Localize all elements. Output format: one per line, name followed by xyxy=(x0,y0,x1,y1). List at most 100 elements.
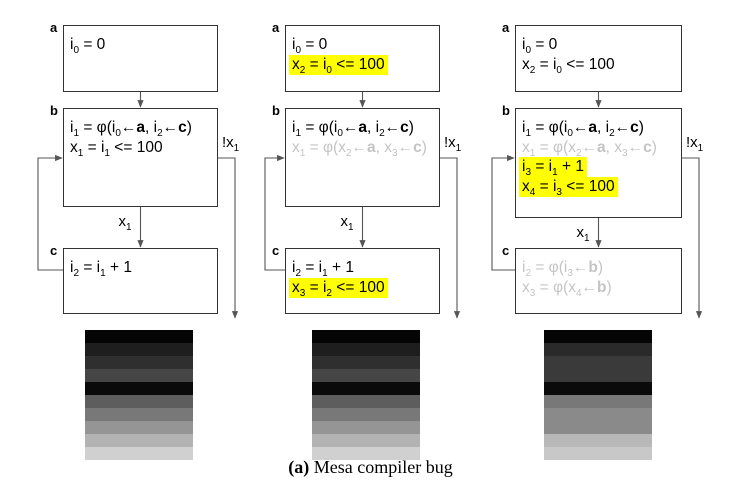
text-fragment: ) xyxy=(606,278,612,296)
text-fragment: + 1 xyxy=(557,158,584,175)
edge-c-back-to-b xyxy=(37,154,63,271)
stripe xyxy=(85,343,193,356)
text-fragment: 0 xyxy=(337,128,343,139)
text-fragment: = i xyxy=(79,259,101,276)
stripe xyxy=(544,408,652,421)
text-fragment: x xyxy=(340,213,349,230)
text-fragment: = i xyxy=(83,138,105,156)
stripe xyxy=(544,434,652,447)
text-fragment: ) xyxy=(638,119,644,136)
text-fragment: 2 xyxy=(345,147,352,159)
text-fragment: 3 xyxy=(622,147,628,159)
text-fragment: = φ(x xyxy=(305,138,346,156)
text-fragment: x xyxy=(292,278,300,296)
text-fragment: = φ(x xyxy=(535,278,576,296)
text-fragment: ← xyxy=(342,119,359,136)
text-fragment: c xyxy=(413,138,422,156)
text-fragment: 1 xyxy=(584,233,590,244)
text-fragment: c xyxy=(178,119,187,136)
block-label: a xyxy=(502,20,510,35)
code-line: x3 = i2 <= 100 xyxy=(289,277,388,299)
text-fragment: + 1 xyxy=(105,259,132,276)
stripe xyxy=(544,395,652,408)
text-fragment: x xyxy=(70,138,78,156)
code-line: i0 = 0 xyxy=(67,35,108,56)
text-fragment: 3 xyxy=(299,287,306,299)
text-fragment: <= 100 xyxy=(331,55,385,73)
stripe xyxy=(85,330,193,343)
text-fragment: 4 xyxy=(529,186,536,198)
text-fragment: x xyxy=(292,55,300,73)
text-fragment: 2 xyxy=(295,268,302,279)
code-line: i0 = 0 xyxy=(289,35,330,56)
text-fragment: ← xyxy=(614,119,631,136)
text-fragment: i xyxy=(70,36,74,53)
code-line: x2 = i0 <= 100 xyxy=(519,55,618,76)
text-fragment: 1 xyxy=(100,268,106,279)
text-fragment: 2 xyxy=(379,128,385,139)
edges-layer xyxy=(37,92,703,319)
text-fragment: = φ(x xyxy=(535,138,576,156)
code-line: x3 = φ(x4←b) xyxy=(519,278,615,299)
text-fragment: a xyxy=(367,138,376,156)
edge-label-true: x1 xyxy=(118,213,132,233)
text-fragment: = 0 xyxy=(301,36,328,53)
code-line: i2 = φ(i3←b) xyxy=(519,258,606,279)
text-fragment: 0 xyxy=(567,128,573,139)
code-line: i1 = φ(i0←a, i2←c) xyxy=(519,118,647,139)
text-fragment: 0 xyxy=(326,64,332,76)
stripe xyxy=(85,382,193,395)
edge-label-false: !x1 xyxy=(686,134,703,154)
output-image xyxy=(312,330,420,460)
caption-tag: (a) xyxy=(288,457,310,477)
code-line: x2 = i0 <= 100 xyxy=(289,54,388,76)
edge-label-false: !x1 xyxy=(444,134,461,154)
figure-caption: (a) Mesa compiler bug xyxy=(0,457,741,478)
text-fragment: 0 xyxy=(556,64,562,76)
text-fragment: i xyxy=(292,36,296,53)
text-fragment: i xyxy=(70,119,74,136)
text-fragment: 3 xyxy=(529,287,536,299)
text-fragment: = 0 xyxy=(531,36,558,53)
text-fragment: 2 xyxy=(525,268,532,279)
code-line: x1 = φ(x2←a, x3←c) xyxy=(519,138,660,159)
text-fragment: c xyxy=(643,138,652,156)
text-fragment: 1 xyxy=(299,147,306,159)
text-fragment: 4 xyxy=(575,287,582,299)
text-fragment: 2 xyxy=(609,128,615,139)
stripe xyxy=(85,408,193,421)
text-fragment: 0 xyxy=(115,128,121,139)
text-fragment: !x xyxy=(222,134,234,151)
stripe xyxy=(85,434,193,447)
text-fragment: i xyxy=(522,259,526,276)
text-fragment: i xyxy=(522,36,526,53)
text-fragment: x xyxy=(522,55,530,73)
text-fragment: 2 xyxy=(529,64,536,76)
block-label: a xyxy=(272,20,280,35)
text-fragment: 2 xyxy=(326,287,332,299)
stripe xyxy=(312,382,420,395)
text-fragment: 2 xyxy=(157,128,163,139)
text-fragment: = 0 xyxy=(79,36,106,53)
text-fragment: x xyxy=(118,213,127,230)
text-fragment: ← xyxy=(120,119,137,136)
text-fragment: , x xyxy=(375,138,393,156)
text-fragment: ← xyxy=(627,138,644,156)
edge-exit xyxy=(440,157,461,319)
text-fragment: 1 xyxy=(295,128,302,139)
code-line: x1 = φ(x2←a, x3←c) xyxy=(289,138,430,159)
text-fragment: i xyxy=(522,158,526,175)
edge-c-back-to-b xyxy=(264,154,285,271)
text-fragment: , i xyxy=(367,119,380,136)
text-fragment: 2 xyxy=(73,268,80,279)
text-fragment: = i xyxy=(535,177,557,195)
text-fragment: 1 xyxy=(348,222,354,233)
stripe xyxy=(85,421,193,434)
text-fragment: 3 xyxy=(525,167,532,178)
stripe xyxy=(312,408,420,421)
text-fragment: = i xyxy=(535,55,557,73)
edge-label-true: x1 xyxy=(577,224,590,244)
text-fragment: b xyxy=(588,259,598,276)
text-fragment: = φ(i xyxy=(531,119,568,136)
block-label: c xyxy=(272,243,280,258)
